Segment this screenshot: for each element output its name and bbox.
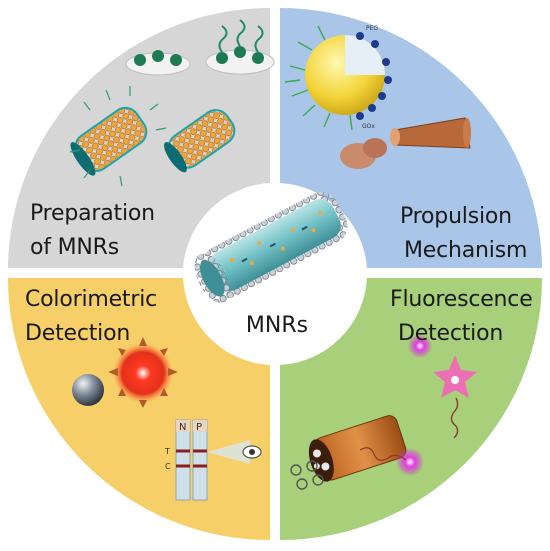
gox-label: GOx — [362, 123, 375, 130]
quadrant-bottom-left — [8, 278, 270, 540]
propulsion-label-line1: Propulsion — [400, 204, 512, 229]
colorimetric-illustration: N P T C — [72, 337, 262, 501]
preparation-illustration — [69, 19, 275, 187]
propulsion-label-line2: Mechanism — [404, 238, 528, 263]
strip-t-label: T — [164, 447, 170, 456]
peg-label: PEG — [366, 25, 378, 32]
fluorescence-label-line2: Detection — [398, 321, 504, 346]
strip-n-label: N — [179, 422, 186, 433]
center-microtube — [194, 192, 348, 304]
preparation-label-line2: of MNRs — [30, 235, 119, 260]
strip-c-label: C — [165, 462, 171, 471]
colorimetric-label-line1: Colorimetric — [25, 287, 157, 312]
fluorescence-illustration — [290, 334, 477, 490]
preparation-label-line1: Preparation — [30, 201, 155, 226]
fluorescence-label-line1: Fluorescence — [390, 287, 533, 312]
colorimetric-label-line2: Detection — [25, 321, 131, 346]
strip-p-label: P — [196, 422, 202, 433]
propulsion-illustration: PEG GOx — [284, 25, 471, 169]
center-label: MNRs — [245, 313, 309, 338]
